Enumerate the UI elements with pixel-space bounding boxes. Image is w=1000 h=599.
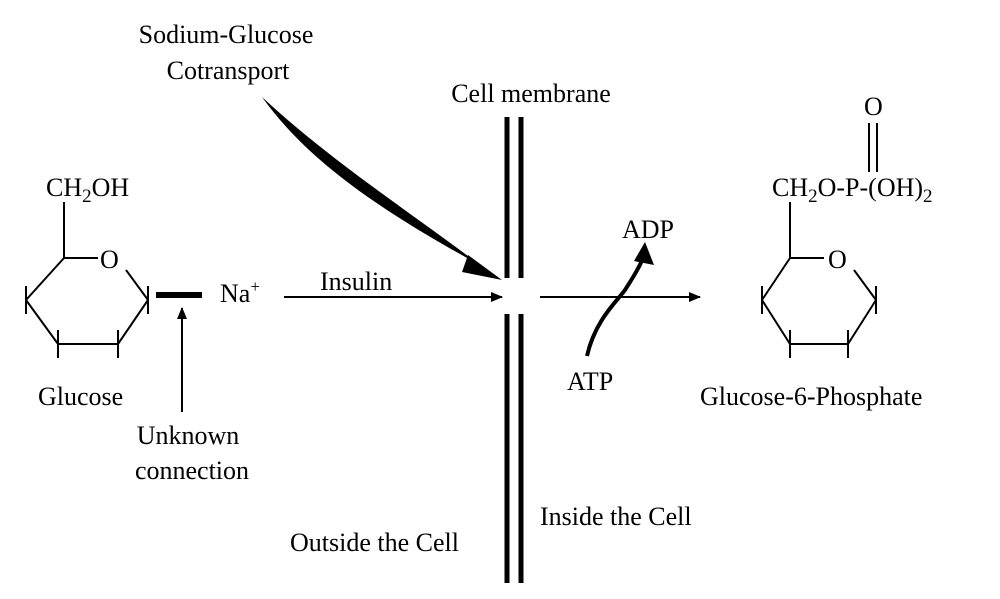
cotransport-label: Cotransport: [167, 56, 291, 85]
glucose-sodium-bond: [156, 292, 202, 298]
g6p-formula: CH2O-P-(OH)2: [772, 173, 933, 207]
glucose-ring-oxygen: O: [100, 245, 119, 274]
sodium-glucose-label: Sodium-Glucose: [139, 20, 314, 49]
sodium-ion-label: Na+: [220, 277, 260, 308]
glucose-molecule: CH2OH O Glucose: [25, 173, 149, 411]
insulin-label: Insulin: [320, 267, 392, 296]
cell-membrane-label: Cell membrane: [451, 79, 611, 108]
atp-adp-arrow: [585, 242, 654, 357]
glucose-ch2oh-formula: CH2OH: [46, 173, 129, 207]
g6p-ring-oxygen: O: [828, 245, 847, 274]
unknown-label: Unknown: [137, 421, 240, 450]
glucose-6-phosphate-molecule: O CH2O-P-(OH)2 O Glucose-6-Phosphate: [700, 92, 933, 411]
adp-label: ADP: [622, 215, 674, 244]
atp-label: ATP: [567, 367, 613, 396]
inside-cell-label: Inside the Cell: [540, 502, 692, 531]
outside-cell-label: Outside the Cell: [290, 528, 459, 557]
glucose-6-phosphate-label: Glucose-6-Phosphate: [700, 382, 922, 411]
connection-label: connection: [135, 456, 249, 485]
cell-membrane: [504, 117, 524, 583]
glucose-label: Glucose: [38, 382, 123, 411]
cotransport-arrow: [262, 97, 502, 280]
phosphate-double-bond-oxygen: O: [864, 92, 883, 121]
